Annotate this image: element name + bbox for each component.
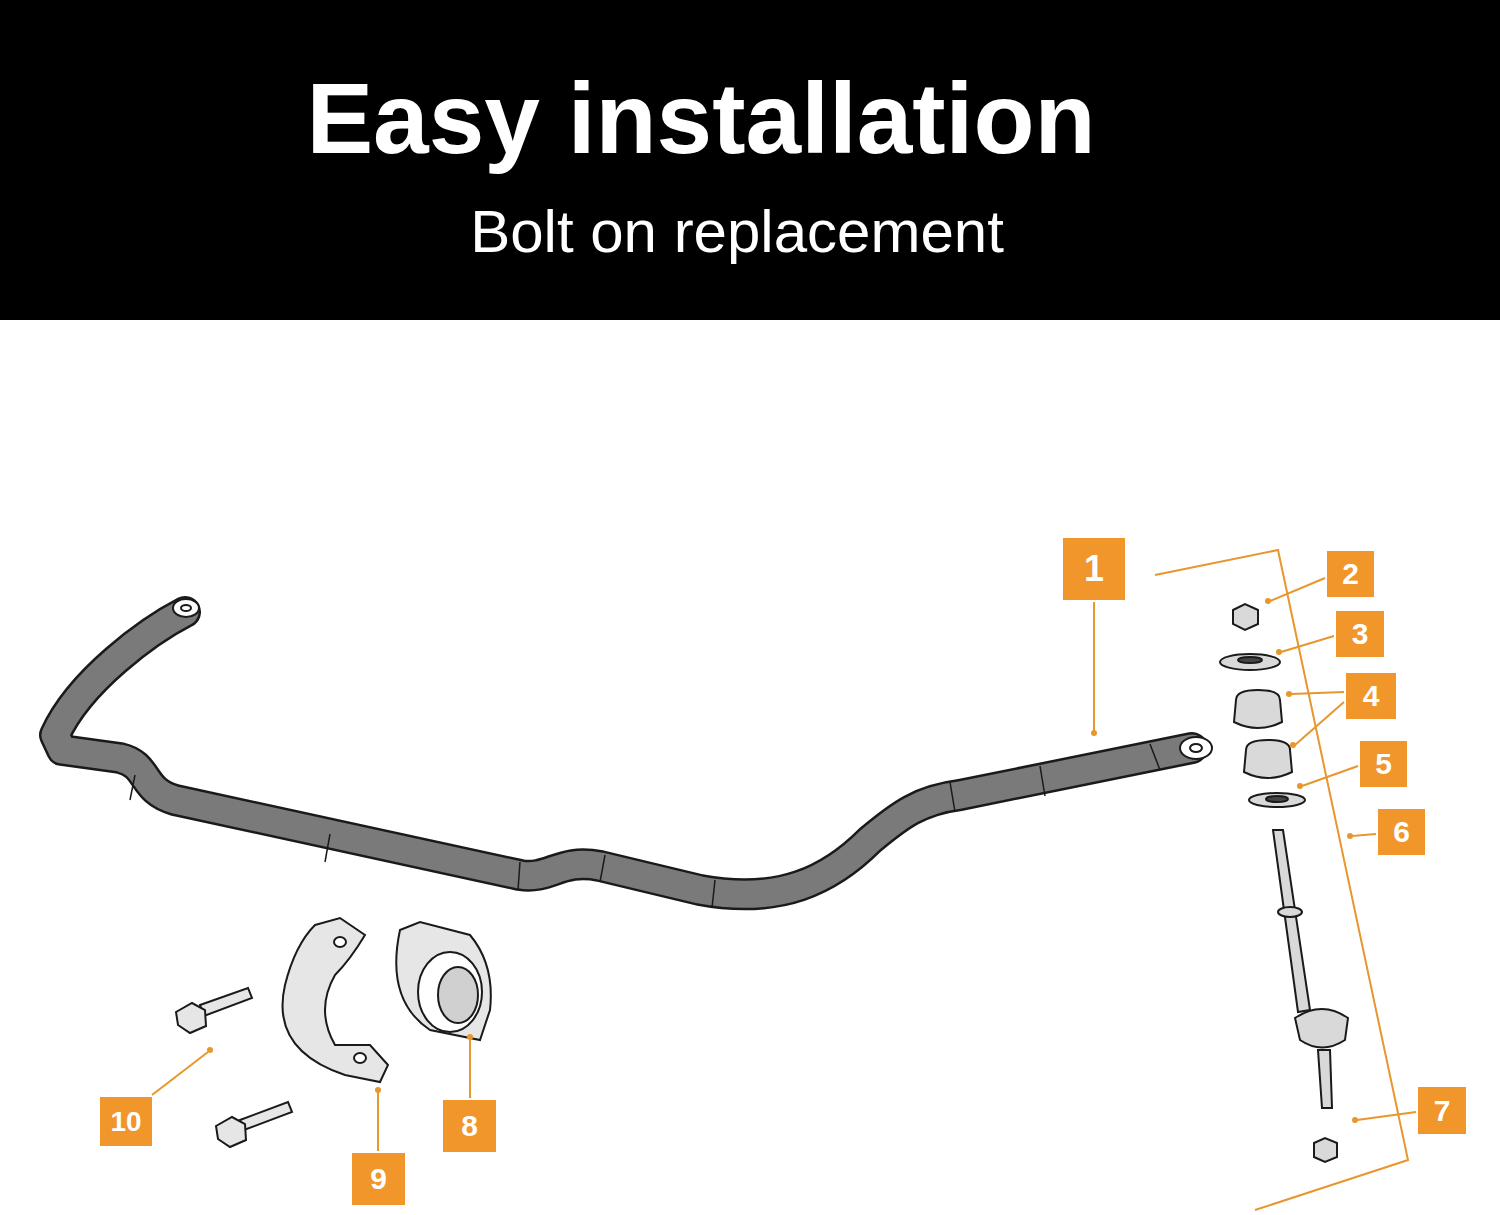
callout-box: 9: [352, 1153, 405, 1205]
callout-box: 1: [1063, 538, 1125, 600]
callout-box: 3: [1336, 611, 1384, 657]
callout-number: 8: [461, 1111, 478, 1141]
callout-box: 4: [1346, 673, 1396, 719]
callout-box: 6: [1378, 809, 1425, 855]
callout-box: 5: [1360, 741, 1407, 787]
callout-box: 10: [100, 1097, 152, 1146]
page-title: Easy installation: [306, 68, 1095, 168]
callout-number: 6: [1393, 817, 1410, 847]
subtitle: Bolt on replacement: [470, 202, 1004, 262]
callout-number: 1: [1084, 551, 1104, 587]
callout-box: 8: [443, 1100, 496, 1152]
callout-box: 2: [1327, 551, 1374, 597]
callout-box: 7: [1418, 1087, 1466, 1134]
callout-number: 4: [1363, 681, 1380, 711]
callout-number: 10: [110, 1108, 141, 1136]
callout-number: 5: [1375, 749, 1392, 779]
callout-number: 7: [1434, 1096, 1451, 1126]
callout-number: 3: [1352, 619, 1369, 649]
callout-number: 2: [1342, 559, 1359, 589]
callout-number: 9: [370, 1164, 387, 1194]
